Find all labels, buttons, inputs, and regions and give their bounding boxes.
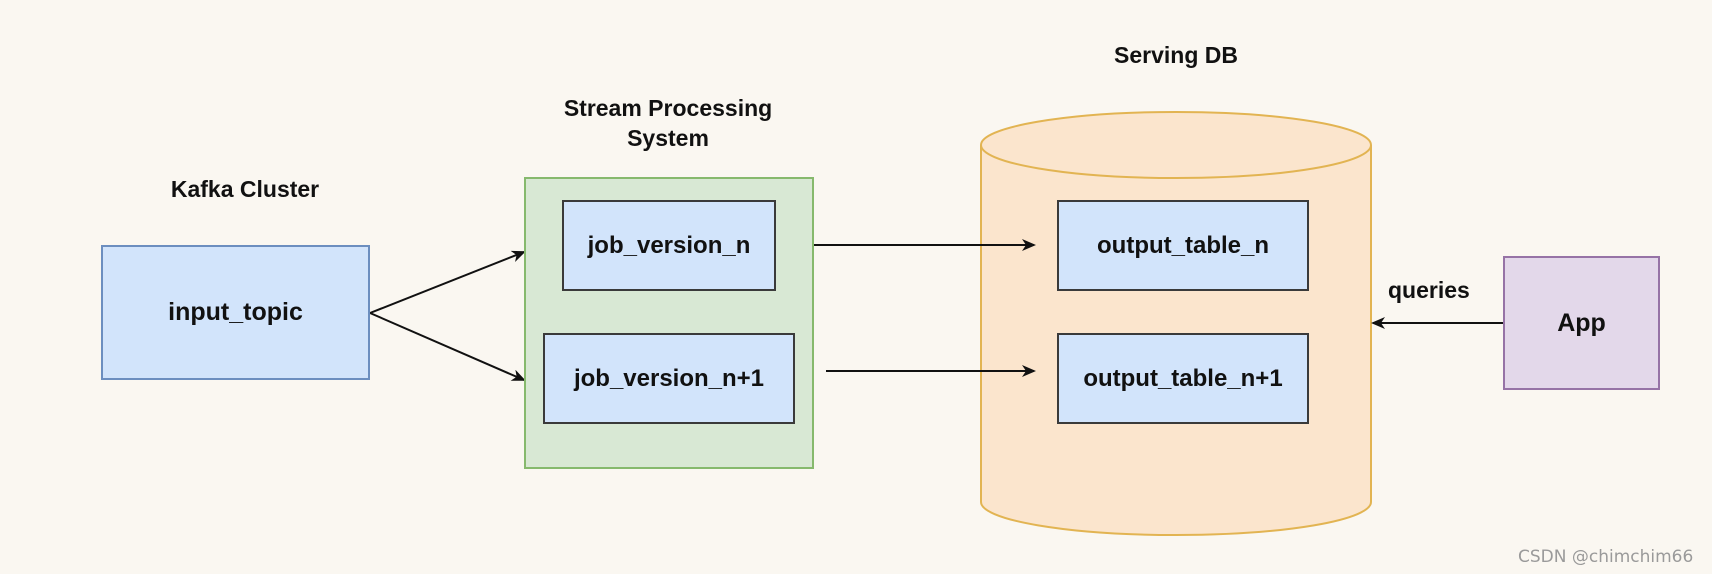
node-output-table-n1-label: output_table_n+1 <box>1083 364 1283 392</box>
watermark-text: CSDN @chimchim66 <box>1518 547 1694 567</box>
edge-input-to-job-n <box>369 250 526 314</box>
node-job-version-n-label: job_version_n <box>587 231 751 259</box>
node-job-version-n1: job_version_n+1 <box>543 333 795 424</box>
edge-input-to-job-n1 <box>369 312 526 381</box>
serving-db-cylinder <box>980 111 1372 536</box>
node-output-table-n-label: output_table_n <box>1097 231 1269 259</box>
node-app-label: App <box>1557 308 1606 337</box>
node-app: App <box>1503 256 1660 390</box>
node-input-topic-label: input_topic <box>168 298 303 326</box>
node-input-topic: input_topic <box>101 245 370 380</box>
node-job-version-n1-label: job_version_n+1 <box>573 364 765 392</box>
node-output-table-n1: output_table_n+1 <box>1057 333 1309 424</box>
heading-kafka-cluster: Kafka Cluster <box>170 176 320 202</box>
heading-stream-processing: Stream Processing System <box>563 95 773 151</box>
node-job-version-n: job_version_n <box>562 200 776 291</box>
node-output-table-n: output_table_n <box>1057 200 1309 291</box>
edge-label-queries: queries <box>1388 277 1470 303</box>
cylinder-top <box>980 111 1372 179</box>
heading-serving-db: Serving DB <box>1114 42 1238 68</box>
